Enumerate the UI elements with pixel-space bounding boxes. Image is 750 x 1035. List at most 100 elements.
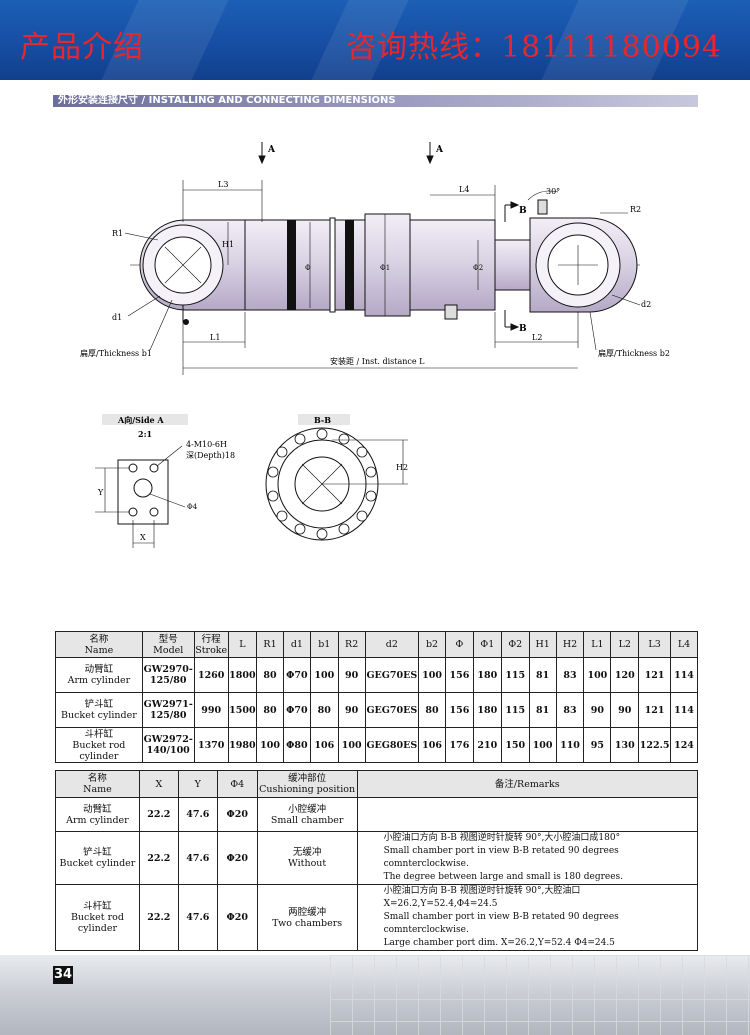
table-cell: 156	[444, 692, 474, 728]
table-cell: 81	[528, 657, 557, 693]
column-header: d2	[364, 631, 420, 658]
dim-d1: d1	[112, 313, 122, 322]
table-cell: 100	[256, 727, 284, 763]
column-header: Φ4	[216, 770, 258, 798]
arrow-b-bottom: B	[519, 324, 527, 334]
column-header: L2	[610, 631, 640, 658]
table-cell: 100	[309, 657, 339, 693]
section-title: 外形安装连接尺寸 / INSTALLING AND CONNECTING DIM…	[58, 95, 396, 106]
table-cell: 90	[610, 692, 640, 728]
table-cell: Φ20	[216, 884, 258, 951]
table-cell: 1260	[193, 657, 229, 693]
thickness-b1: 扁厚/Thickness b1	[80, 348, 152, 358]
column-header: H2	[555, 631, 585, 658]
table-cell: 990	[193, 692, 229, 728]
table-cell: 95	[583, 727, 612, 763]
table-cell: 100	[528, 727, 557, 763]
dim-h1: H1	[222, 240, 234, 249]
table-cell: 150	[500, 727, 530, 763]
dim-phi4: Φ4	[187, 503, 198, 511]
table-cell: 176	[444, 727, 474, 763]
side-a-title: A向/Side A	[117, 415, 164, 425]
table-cell: GEG70ES	[364, 692, 420, 728]
column-header: L3	[638, 631, 671, 658]
table-cell: 83	[555, 657, 585, 693]
thread-label: 4-M10-6H	[186, 440, 227, 449]
table-cell: 115	[500, 657, 530, 693]
dim-phi2: Φ2	[473, 264, 483, 272]
table-cell: 22.2	[138, 831, 179, 885]
table-cell: 122.5	[638, 727, 671, 763]
table-cell: 124	[670, 727, 698, 763]
table-cell: 90	[337, 657, 366, 693]
arrow-b-top: B	[519, 206, 527, 216]
inst-distance: 安装距 / Inst. distance L	[330, 356, 425, 366]
dim-r1: R1	[112, 229, 123, 238]
column-header: Y	[177, 770, 218, 798]
remarks-cell	[356, 797, 699, 832]
column-header: L1	[583, 631, 612, 658]
dim-l1: L1	[210, 333, 220, 342]
table-cell: 47.6	[177, 831, 218, 885]
column-header: L4	[670, 631, 698, 658]
table-cell: 100	[418, 657, 446, 693]
section-bar	[53, 95, 698, 107]
footer	[0, 955, 750, 1035]
table-cell: 81	[528, 692, 557, 728]
side-a-scale: 2:1	[138, 429, 152, 439]
table-cell: 106	[418, 727, 446, 763]
table-cell: 114	[670, 657, 698, 693]
dim-phi: Φ	[305, 264, 311, 272]
table-cell: 180	[472, 657, 502, 693]
dim-l4: L4	[459, 185, 469, 194]
bb-title: B-B	[314, 415, 331, 425]
table-cell: 115	[500, 692, 530, 728]
table-cell: GW2971-125/80	[141, 692, 195, 728]
table-cell: 100	[583, 657, 612, 693]
table-cell: Φ70	[282, 657, 311, 693]
remarks-cell: 小腔油口方向 B-B 视图逆时针旋转 90°,大小腔油口成180°Small c…	[356, 831, 699, 885]
table-cell: 156	[444, 657, 474, 693]
dim-d2: d2	[641, 300, 651, 309]
dim-x: X	[140, 533, 146, 542]
table-cell: 80	[256, 692, 284, 728]
table-cell: 80	[418, 692, 446, 728]
table-cell: 114	[670, 692, 698, 728]
arrow-a-left: A	[267, 145, 276, 155]
header-title: 产品介绍	[20, 30, 144, 65]
column-header: b1	[309, 631, 339, 658]
table-cell: GW2972-140/100	[141, 727, 195, 763]
arrow-a-right: A	[435, 145, 444, 155]
table-cell: Φ20	[216, 797, 258, 832]
column-header: Φ	[444, 631, 474, 658]
dim-l2: L2	[532, 333, 542, 342]
table-cell: 1370	[193, 727, 229, 763]
table-cell: 90	[337, 692, 366, 728]
table-cell: 22.2	[138, 884, 179, 951]
page-number: 34	[53, 966, 73, 984]
column-header: R1	[256, 631, 284, 658]
table-cell: 110	[555, 727, 585, 763]
column-header: d1	[282, 631, 311, 658]
table-cell: 47.6	[177, 797, 218, 832]
header-banner: 产品介绍 咨询热线：18111180094	[0, 0, 750, 80]
dim-angle: 30°	[546, 187, 560, 196]
table-cell: Φ70	[282, 692, 311, 728]
